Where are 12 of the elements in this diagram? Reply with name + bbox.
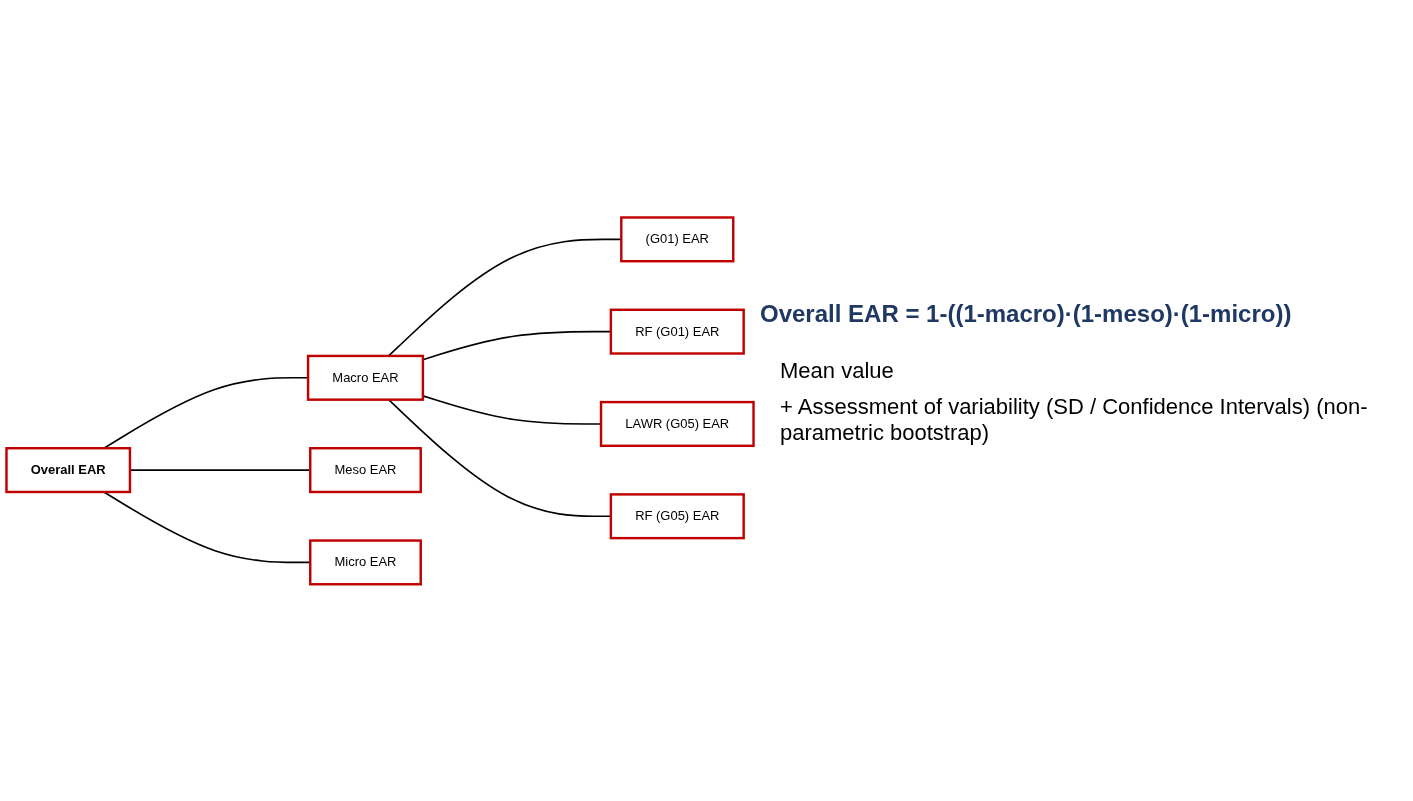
node-box: Overall EAR	[5, 446, 132, 493]
node-box: Micro EAR	[309, 538, 422, 586]
node-box: RF (G01) EAR	[609, 308, 745, 355]
node-box: Meso EAR	[309, 446, 422, 493]
node-box: Macro EAR	[306, 354, 425, 401]
node-box: LAWR (G05) EAR	[599, 400, 755, 447]
node-box: (G01) EAR	[620, 215, 735, 263]
node-box: RF (G05) EAR	[609, 492, 745, 539]
note-text: Mean value	[780, 358, 895, 384]
formula-text: Overall EAR = 1-((1-macro)·(1-meso)·(1-micro))	[760, 300, 1293, 328]
note-text: + Assessment of variability (SD / Confidence Intervals) (non-parametric bootstrap)	[780, 394, 1369, 446]
connector	[422, 394, 602, 425]
